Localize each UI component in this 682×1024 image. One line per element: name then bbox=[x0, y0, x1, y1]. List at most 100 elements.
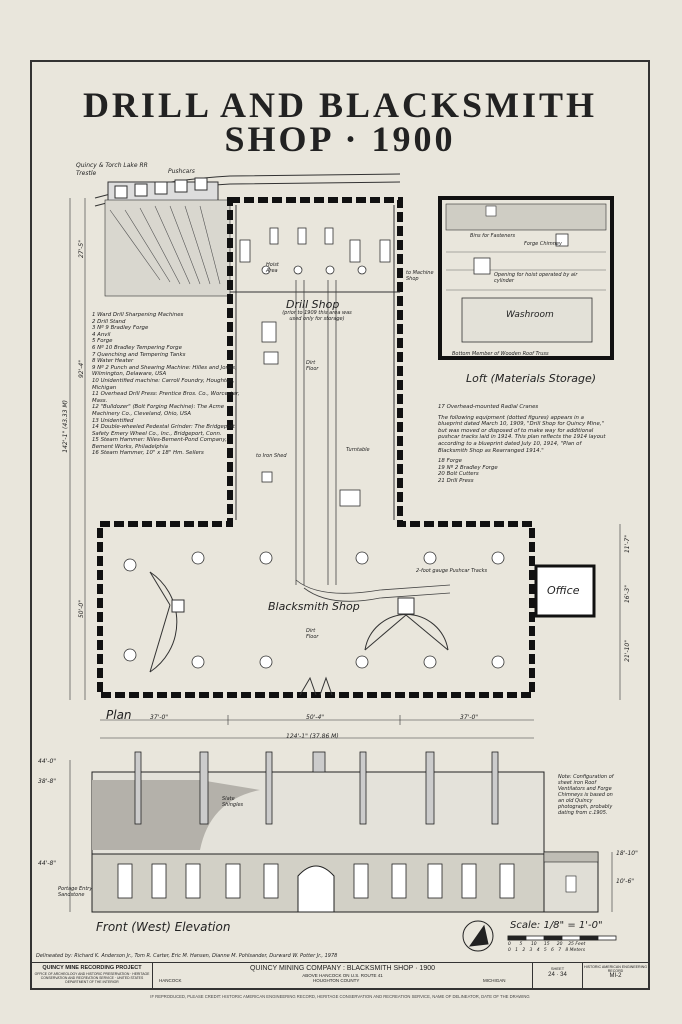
dim-left: 37'-0" bbox=[150, 714, 169, 721]
loft-chimney-label: Forge Chimney bbox=[524, 241, 562, 247]
equipment-legend: 1 Ward Drill Sharpening Machines 2 Drill… bbox=[92, 312, 242, 457]
sheet-border bbox=[30, 60, 650, 990]
dim-height-top: 27'-5" bbox=[78, 240, 85, 259]
front-elevation bbox=[69, 751, 613, 913]
elev-h2: 38'-8" bbox=[38, 778, 57, 785]
tb-county: HOUGHTON COUNTY bbox=[313, 978, 360, 983]
columns bbox=[123, 265, 505, 669]
dim-height-lower: 50'-0" bbox=[78, 600, 85, 619]
scale-feet-tick: 15 bbox=[543, 942, 550, 947]
legend-item: 12 "Bulldozer" (Bolt Forging Machine): T… bbox=[92, 404, 225, 417]
dim-total: 124'-1" (37.86 M) bbox=[286, 733, 339, 740]
dim-right-a: 11'-7" bbox=[624, 535, 631, 554]
legend-item: 2 Drill Stand bbox=[92, 318, 126, 325]
haer-cell: HISTORIC AMERICAN ENGINEERING RECORD MI-… bbox=[582, 963, 648, 989]
delineator-credits: Delineated by: Richard K. Anderson Jr., … bbox=[36, 953, 338, 959]
pushcar-tracks bbox=[295, 280, 451, 602]
legend-item: 14 Double-wheeled Pedestal Grinder: The … bbox=[92, 424, 235, 437]
tb-state: MICHIGAN bbox=[483, 978, 506, 983]
rail-trestle bbox=[94, 173, 401, 207]
tb-sheet-number: 24 · 34 bbox=[548, 972, 567, 978]
legend2-note: The following equipment (dotted figures)… bbox=[438, 414, 606, 454]
dim-right-b: 16'-3" bbox=[624, 585, 631, 604]
elev-h3: 44'-8" bbox=[38, 860, 57, 867]
loft-hoist-label: Opening for hoist operated by air cylind… bbox=[494, 272, 578, 284]
scale-feet: 0 5 10 15 20 25 Feet bbox=[508, 942, 628, 947]
project-name: QUINCY MINE RECORDING PROJECT bbox=[42, 965, 142, 971]
dim-height-total: 142'-1" (43.33 M) bbox=[62, 400, 69, 453]
rail-label: Quincy & Torch Lake RR Trestle bbox=[76, 162, 148, 177]
tb-sheet-label: SHEET bbox=[550, 966, 565, 971]
hoist-area-label: Hoist Area bbox=[266, 262, 279, 274]
elev-h4: 18'-10" bbox=[616, 850, 638, 857]
office-text: OFFICE OF ARCHEOLOGY AND HISTORIC PRESER… bbox=[34, 972, 150, 984]
legend2-item: 21 Drill Press bbox=[438, 477, 474, 484]
tb-main-title: QUINCY MINING COMPANY : BLACKSMITH SHOP … bbox=[249, 965, 436, 972]
scale-feet-tick: 25 Feet bbox=[568, 942, 586, 947]
tb-haer-number: MI-2 bbox=[609, 973, 622, 979]
dirt-floor-label: Dirt Floor bbox=[306, 360, 319, 372]
tb-city: HANCOCK bbox=[159, 978, 182, 983]
blacksmith-shop-label: Blacksmith Shop bbox=[268, 600, 360, 613]
legend-item: 7 Quenching and Tempering Tanks bbox=[92, 351, 186, 358]
scale-feet-tick: 5 bbox=[519, 942, 523, 947]
loft-plan bbox=[438, 196, 614, 360]
drill-shop-walls bbox=[97, 197, 535, 698]
title-block: QUINCY MINE RECORDING PROJECT OFFICE OF … bbox=[32, 962, 648, 989]
drill-shop-equipment bbox=[239, 227, 391, 507]
iron-shed-label: to Iron Shed bbox=[256, 453, 287, 459]
loft-bins-label: Bins for Fasteners bbox=[470, 233, 516, 239]
tracks-label: 2-foot gauge Pushcar Tracks bbox=[416, 568, 488, 574]
scale-meter-tick: 8 Meters bbox=[565, 948, 586, 953]
tb-haer-label: HISTORIC AMERICAN ENGINEERING RECORD bbox=[583, 965, 648, 973]
legend-item: 15 Steam Hammer: Niles-Bement-Pond Compa… bbox=[92, 437, 227, 450]
legend2-item: 19 Nº 2 Bradley Forge bbox=[438, 464, 498, 471]
drawing-title-line2: SHOP · 1900 bbox=[224, 119, 456, 159]
elevation-title: Front (West) Elevation bbox=[96, 920, 231, 934]
dim-height-mid: 92'-4" bbox=[78, 360, 85, 379]
loft-title: Loft (Materials Storage) bbox=[466, 372, 597, 385]
scale-feet-tick: 20 bbox=[556, 942, 563, 947]
main-title-cell: QUINCY MINING COMPANY : BLACKSMITH SHOP … bbox=[152, 963, 532, 989]
tb-subtitle: ABOVE HANCOCK ON U.S. ROUTE 41 bbox=[302, 973, 383, 978]
turntable-label: Turntable bbox=[346, 447, 370, 453]
legend-item: 3 Nº 9 Bradley Forge bbox=[92, 325, 149, 332]
loft-washroom-label: Washroom bbox=[506, 310, 554, 320]
scale-feet-tick: 10 bbox=[530, 942, 537, 947]
elevation-note: Note: Configuration of sheet iron Roof V… bbox=[558, 774, 614, 816]
legend-item: 5 Forge bbox=[92, 338, 113, 345]
legend2-item: 18 Forge bbox=[438, 458, 462, 465]
office-room bbox=[534, 564, 596, 618]
elev-h5: 10'-6" bbox=[616, 878, 635, 885]
radial-cranes bbox=[149, 571, 449, 673]
equipment-legend-2: 17 Overhead-mounted Radial Cranes The fo… bbox=[438, 404, 606, 485]
drill-shop-note: (prior to 1909 this area was used only f… bbox=[282, 310, 352, 322]
legend-item: 1 Ward Drill Sharpening Machines bbox=[92, 312, 184, 318]
dirt-floor-label-2: Dirt Floor bbox=[306, 628, 319, 640]
legend-item: 9 Nº 2 Punch and Shearing Machine: Hille… bbox=[92, 364, 237, 378]
scale-feet-tick: 0 bbox=[508, 942, 511, 947]
elev-h1: 44'-0" bbox=[38, 758, 57, 765]
sheet-cell: SHEET 24 · 34 bbox=[532, 963, 582, 989]
plan-label: Plan bbox=[106, 708, 132, 722]
legend-item: 13 Unidentified bbox=[92, 417, 134, 424]
legend-item: 6 Nº 10 Bradley Tempering Forge bbox=[92, 344, 182, 351]
scale-meter-tick: 6 bbox=[551, 948, 554, 953]
drawing-title-line1: DRILL AND BLACKSMITH bbox=[82, 85, 598, 125]
scale-meter-tick: 1 bbox=[515, 948, 519, 953]
scale-meter-tick: 4 bbox=[536, 948, 540, 953]
legend-item: 10 Unidentified machine: Carroll Foundry… bbox=[92, 377, 235, 391]
scale-meter-tick: 3 bbox=[529, 948, 533, 953]
pushcars-label: Pushcars bbox=[168, 168, 195, 175]
chute-area bbox=[104, 199, 231, 297]
dim-middle: 50'-4" bbox=[306, 714, 325, 721]
dimension-lines bbox=[69, 198, 621, 739]
portage-label: Portage Entry Sandstone bbox=[58, 886, 93, 898]
legend-item: 8 Water Heater bbox=[92, 358, 134, 365]
scale-label: Scale: 1/8" = 1'-0" bbox=[510, 920, 603, 931]
drill-shop-label: Drill Shop bbox=[286, 298, 340, 311]
legend-item: 4 Anvil bbox=[92, 331, 111, 338]
machine-shop-label: to Machine Shop bbox=[406, 270, 434, 282]
